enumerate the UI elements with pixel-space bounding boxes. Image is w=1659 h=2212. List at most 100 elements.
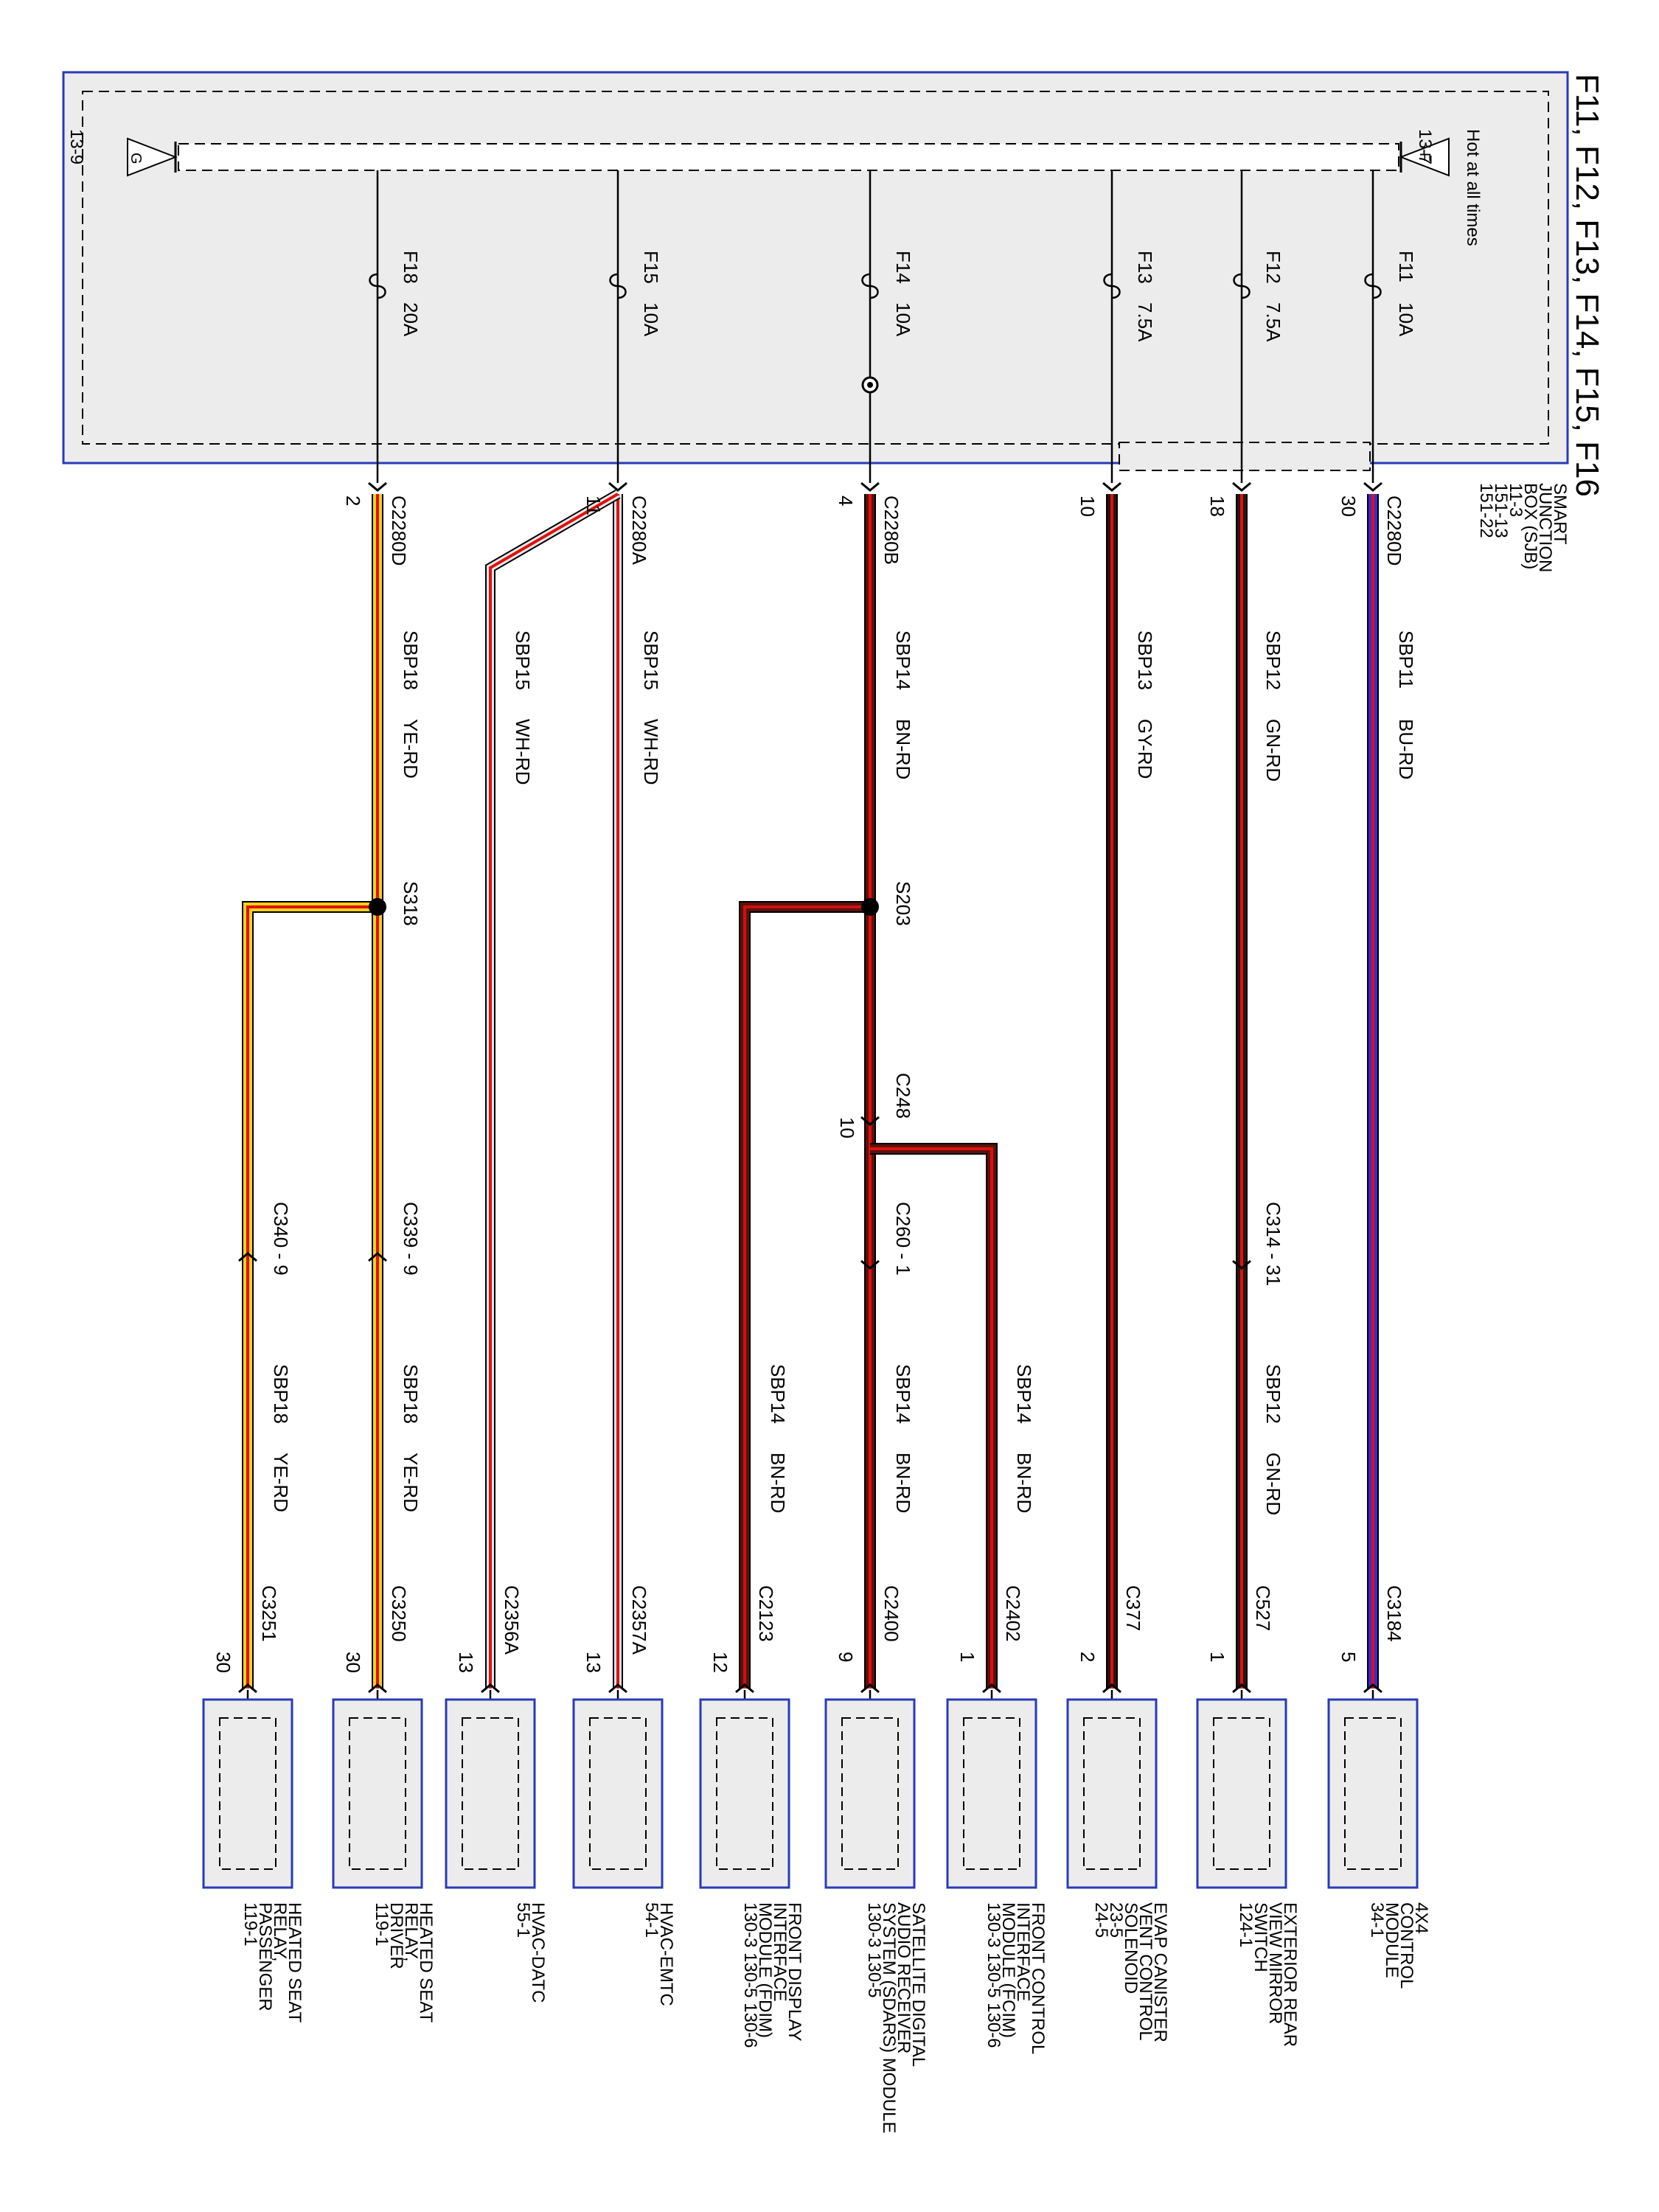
wire-circuit-label: SBP14	[892, 630, 914, 690]
component-inner-box	[349, 1717, 406, 1870]
wire-circuit-label: SBP18	[400, 1364, 422, 1424]
inline-connector-label-c260: C260 - 1	[892, 1202, 914, 1276]
diagram-title: F11, F12, F13, F14, F15, F16	[1569, 74, 1605, 497]
bus-start-symbol	[1399, 137, 1450, 177]
component-connector-label: C2123	[755, 1585, 777, 1642]
component-inner-box	[841, 1717, 899, 1870]
fuse-id-f11: F11	[1395, 251, 1417, 282]
splice-s318	[369, 898, 386, 916]
bus-end-symbol	[127, 137, 178, 177]
connector-arrow-f12	[1232, 481, 1251, 492]
fuse-id-f13: F13	[1134, 251, 1156, 284]
wire-sbp14-fdim-outline	[739, 901, 870, 1688]
fuse-rating-f14: 10A	[892, 302, 914, 337]
splice-label-s203: S203	[892, 881, 914, 926]
inline-connector-pin-c248: 10	[836, 1117, 858, 1138]
component-name-line: MODULE (FCIM)	[998, 1902, 1018, 2038]
component-name-line: RELAY,	[401, 1902, 421, 1962]
wire-color-label: YE-RD	[400, 719, 422, 779]
wire-color-label: GN-RD	[1262, 1453, 1284, 1515]
wire-sbp18-passenger-stripe	[246, 905, 378, 1688]
labels-group: F11, F12, F13, F14, F15, F16SMARTJUNCTIO…	[66, 74, 1605, 2133]
wire-circuit-label: SBP14	[892, 1364, 914, 1424]
component-name-line: HVAC-DATC	[528, 1902, 548, 2003]
component-name-line: 130-3 130-5	[864, 1902, 884, 1997]
wire-sbp14-fcim-stripe	[870, 1147, 993, 1688]
wire-sbp15-datc-stripe	[489, 493, 619, 1688]
wire-sbp18-passenger-outline	[242, 901, 378, 1688]
component-box	[202, 1698, 293, 1889]
component-name-line: MODULE	[1382, 1902, 1402, 1978]
bus-end-letter: G	[128, 153, 144, 164]
fuse-symbol-f18	[369, 273, 386, 299]
component-inner-box	[1083, 1717, 1141, 1870]
component-box	[572, 1698, 664, 1889]
wire-circuit-label: SBP15	[512, 630, 534, 690]
component-connector-label: C2402	[1002, 1585, 1024, 1642]
wire-circuit-label: SBP11	[1395, 630, 1417, 689]
component-name-line: RELAY,	[270, 1902, 290, 1962]
component-name-line: HVAC-EMTC	[656, 1902, 676, 2006]
component-box	[1327, 1698, 1419, 1889]
bus-end-ref: 13-9	[66, 129, 86, 164]
sjb-pin-label: 30	[1338, 495, 1360, 517]
inline-connector-c260	[860, 1259, 880, 1270]
component-name-line: MODULE (FDIM)	[755, 1902, 775, 2038]
component-inner-box	[716, 1717, 773, 1870]
component-pin-label: 12	[709, 1652, 731, 1673]
component-inner-box	[1213, 1717, 1270, 1870]
component-arrow	[1232, 1683, 1251, 1694]
component-name-line: 130-3 130-5 130-6	[740, 1902, 760, 2048]
sjb-connector-label: C2280D	[1383, 495, 1405, 566]
wire-circuit-label: SBP13	[1134, 630, 1156, 690]
fuse-symbol-f13	[1103, 273, 1121, 299]
wire-color-label: WH-RD	[640, 719, 662, 785]
component-pin-label: 5	[1338, 1652, 1360, 1662]
component-name-line: CONTROL	[1397, 1902, 1416, 1989]
wire-color-label: GN-RD	[1262, 719, 1284, 782]
inline-connector-c339	[368, 1252, 387, 1262]
component-arrow	[735, 1683, 754, 1694]
fuse-id-f12: F12	[1262, 251, 1284, 284]
fuse-id-f14: F14	[892, 251, 914, 284]
fuse-id-f15: F15	[640, 251, 662, 284]
component-inner-box	[589, 1717, 647, 1870]
connector-arrow-f15	[608, 481, 627, 492]
fuse-symbol-f14	[861, 273, 879, 299]
component-arrow	[860, 1683, 880, 1694]
sjb-label-line: SMART	[1550, 483, 1570, 545]
component-name-line: PASSENGER	[255, 1902, 275, 2011]
splice-s203	[861, 898, 879, 916]
component-arrow	[608, 1683, 627, 1694]
wire-color-label: WH-RD	[512, 719, 534, 785]
sjb-pin-label: 11	[582, 495, 605, 515]
inline-connector-c314	[1232, 1259, 1251, 1270]
bus-bar	[178, 143, 1399, 171]
component-name-line: FRONT CONTROL	[1028, 1902, 1048, 2054]
component-connector-label: C3251	[258, 1585, 280, 1642]
sjb-pin-label: 18	[1206, 495, 1228, 517]
component-pin-label: 1	[1206, 1652, 1228, 1662]
wire-sbp15-datc	[487, 490, 620, 1688]
fuse-rating-f11: 10A	[1395, 302, 1417, 337]
fuse-f14-test-point-center	[867, 382, 873, 388]
bus-start-letter: F	[1416, 153, 1433, 161]
fuse-rating-f12: 7.5A	[1262, 302, 1284, 342]
wire-color-label: BU-RD	[1395, 719, 1417, 779]
component-name-line: 4X4	[1411, 1902, 1431, 1934]
sjb-connector-label: C2280D	[388, 495, 410, 566]
hot-at-all-times-label: Hot at all times	[1463, 129, 1483, 246]
wire-color-label: GY-RD	[1134, 719, 1156, 779]
component-name-line: DRIVER	[386, 1902, 406, 1969]
wire-color-label: YE-RD	[400, 1453, 422, 1512]
component-name-line: INTERFACE	[1013, 1902, 1033, 2002]
component-box	[1196, 1698, 1287, 1889]
sjb-label-line: 151-22	[1476, 483, 1496, 538]
inline-connector-label-c340: C340 - 9	[270, 1202, 292, 1276]
sjb-pin-label: 4	[835, 495, 857, 506]
inline-connector-c248	[860, 1116, 880, 1126]
component-pin-label: 9	[835, 1652, 857, 1662]
component-box	[699, 1698, 790, 1889]
